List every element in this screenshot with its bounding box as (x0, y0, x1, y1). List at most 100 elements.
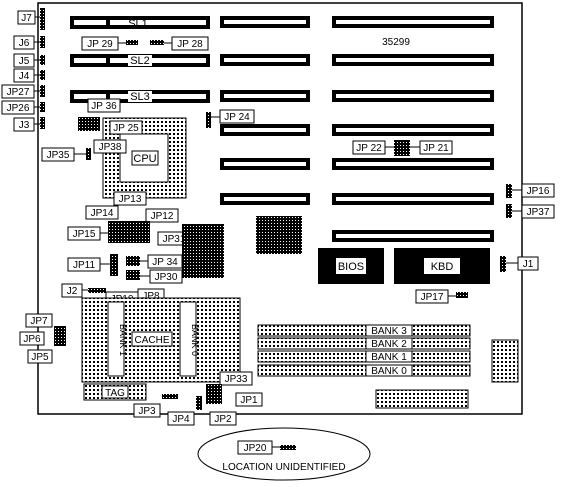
bios-label-box (336, 258, 366, 274)
label-jp37: JP37 (512, 204, 555, 219)
svg-text:JP26: JP26 (7, 103, 30, 114)
label-jp30: JP30 (140, 269, 183, 284)
svg-text:JP37: JP37 (527, 207, 550, 218)
svg-text:JP3: JP3 (138, 406, 156, 417)
label-jp17: JP17 (415, 289, 456, 304)
jumper-jp20-pins (280, 445, 296, 450)
bios-label: BIOS (338, 261, 364, 273)
svg-text:JP 36: JP 36 (91, 101, 117, 112)
label-jp29: JP 29 (81, 36, 126, 51)
bank2-label: BANK 2 (371, 339, 407, 350)
label-jp16: JP16 (512, 183, 555, 198)
tag-label: TAG (105, 388, 125, 399)
svg-text:JP1: JP1 (240, 395, 258, 406)
label-j6: J6 (13, 35, 40, 50)
svg-text:JP7: JP7 (30, 316, 48, 327)
label-jp14: JP14 (85, 205, 119, 220)
svg-text:JP15: JP15 (73, 229, 96, 240)
svg-text:J1: J1 (523, 259, 534, 270)
slot-sl2-label: SL2 (130, 55, 150, 67)
slot-sl2: SL2 (70, 54, 210, 67)
svg-text:JP 34: JP 34 (152, 257, 178, 268)
svg-text:JP31: JP31 (163, 234, 186, 245)
svg-text:JP 21: JP 21 (423, 143, 449, 154)
slot-sl1-label: SL1 (128, 18, 148, 30)
jumper-jp22-pins (394, 140, 410, 156)
label-jp26: JP26 (1, 100, 40, 115)
left-edge-connectors (40, 8, 45, 129)
jumper-jp16-pins (506, 184, 512, 198)
svg-text:JP17: JP17 (421, 292, 444, 303)
chipset-center-left (182, 224, 224, 278)
bank0-label: BANK 0 (371, 366, 407, 377)
label-jp2: JP2 (209, 411, 237, 426)
svg-text:J3: J3 (19, 120, 30, 131)
jumper-jp29-pins (126, 40, 138, 45)
simm-banks: BANK 3 BANK 2 BANK 1 BANK 0 (257, 324, 471, 377)
cache-area: CACHE BANK 1 BANK 0 (81, 297, 241, 383)
cache-label: CACHE (134, 335, 169, 346)
svg-text:J2: J2 (67, 286, 78, 297)
svg-text:JP33: JP33 (225, 374, 248, 385)
svg-text:JP8: JP8 (142, 291, 160, 302)
slot-sl1: SL1 (70, 16, 210, 30)
jumper-jp36-pins (78, 117, 100, 131)
svg-text:JP4: JP4 (172, 414, 190, 425)
cpu-label: CPU (133, 153, 156, 165)
jumper-jp34-pins (126, 256, 140, 266)
label-jp11: JP11 (67, 257, 110, 272)
jumper-jp37-pins (506, 204, 512, 218)
bank3-label: BANK 3 (371, 326, 407, 337)
bottom-header (375, 389, 469, 409)
jumper-jp28-pins (150, 40, 164, 45)
label-j3: J3 (13, 117, 40, 132)
svg-text:JP30: JP30 (155, 272, 178, 283)
svg-text:JP16: JP16 (527, 186, 550, 197)
cache-bank0-label: BANK 0 (190, 324, 200, 356)
chipset-center-right (256, 216, 302, 254)
label-jp21: JP 21 (410, 140, 453, 155)
svg-text:JP35: JP35 (47, 150, 70, 161)
jumper-jp11-pins (110, 254, 118, 276)
label-j5: J5 (13, 53, 40, 68)
label-jp20: JP20 (237, 440, 280, 455)
jumper-jp7-5-pins (54, 326, 66, 346)
svg-text:JP 28: JP 28 (177, 39, 203, 50)
svg-text:JP2: JP2 (214, 414, 232, 425)
label-j2: J2 (61, 283, 88, 298)
label-jp34: JP 34 (140, 254, 183, 269)
svg-text:J7: J7 (21, 13, 32, 24)
jumper-jp17-pins (456, 292, 468, 298)
svg-text:J4: J4 (19, 71, 30, 82)
label-jp36: JP 36 (87, 98, 121, 113)
label-jp35: JP35 (41, 147, 86, 162)
svg-text:JP 25: JP 25 (113, 123, 139, 134)
svg-text:JP27: JP27 (7, 87, 30, 98)
jumper-jp30-pins (126, 270, 140, 280)
right-edge-connector (491, 339, 519, 383)
kbd-label: KBD (431, 261, 454, 273)
label-jp22: JP 22 (352, 140, 394, 155)
svg-text:JP 24: JP 24 (224, 112, 250, 123)
svg-text:J6: J6 (19, 38, 30, 49)
kbd-label-box (424, 258, 460, 274)
jumper-j2-pins (88, 288, 106, 293)
jumper-jp3-pins (162, 394, 178, 399)
cpu-label-box (131, 150, 159, 166)
label-jp15: JP15 (67, 226, 108, 241)
jumper-jp24-pins (206, 112, 211, 128)
svg-text:JP20: JP20 (244, 443, 267, 454)
label-jp5: JP5 (27, 349, 53, 364)
jumper-block-jp13-15 (108, 221, 150, 243)
svg-text:JP38: JP38 (99, 142, 122, 153)
cache-bank1-label: BANK 1 (118, 324, 128, 356)
label-j1: J1 (506, 256, 539, 271)
board-id-label: 35299 (382, 37, 410, 48)
label-jp33: JP33 (219, 371, 253, 386)
label-jp12: JP12 (145, 208, 179, 223)
svg-text:J5: J5 (19, 56, 30, 67)
bank1-label: BANK 1 (371, 352, 407, 363)
svg-text:JP 29: JP 29 (87, 39, 113, 50)
slot-sl3-label: SL3 (130, 91, 150, 103)
